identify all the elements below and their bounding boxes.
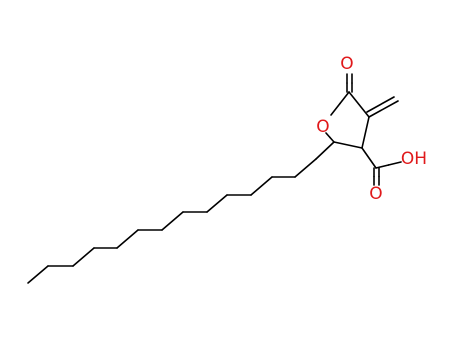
chain-bond (27, 265, 49, 284)
bond-layer (27, 73, 402, 284)
acid-hydroxyl-bond-o (387, 161, 402, 166)
chain-bond (161, 211, 184, 231)
methylene-double-bond-b (366, 96, 395, 113)
chain-bond (294, 158, 317, 178)
ring-bond (348, 91, 370, 118)
ring-oxygen-label: O (316, 117, 329, 137)
acid-carbon-bond (361, 147, 377, 169)
chain-bond (250, 176, 273, 196)
atom-label-layer: O O O OH (316, 54, 427, 204)
ring-bond (361, 116, 370, 149)
ring-oxygen-bond-o (330, 102, 341, 116)
carbonyl-oxygen-label: O (340, 54, 353, 74)
chain-bond (72, 247, 95, 267)
methylene-double-bond-a (368, 100, 399, 118)
ring-oxygen-bond-c (339, 91, 350, 105)
chain-bond (206, 194, 228, 213)
ring-bond (333, 141, 363, 149)
acid-hydroxyl-bond-c (375, 164, 390, 169)
hydroxyl-label: OH (401, 149, 427, 169)
ring-oxygen-bond-2-c (329, 136, 335, 143)
chain-bond (315, 141, 335, 160)
ring-oxygen-bond-2-o (325, 132, 331, 139)
acid-carbonyl-oxygen-label: O (369, 184, 382, 204)
chain-bond (116, 229, 139, 249)
